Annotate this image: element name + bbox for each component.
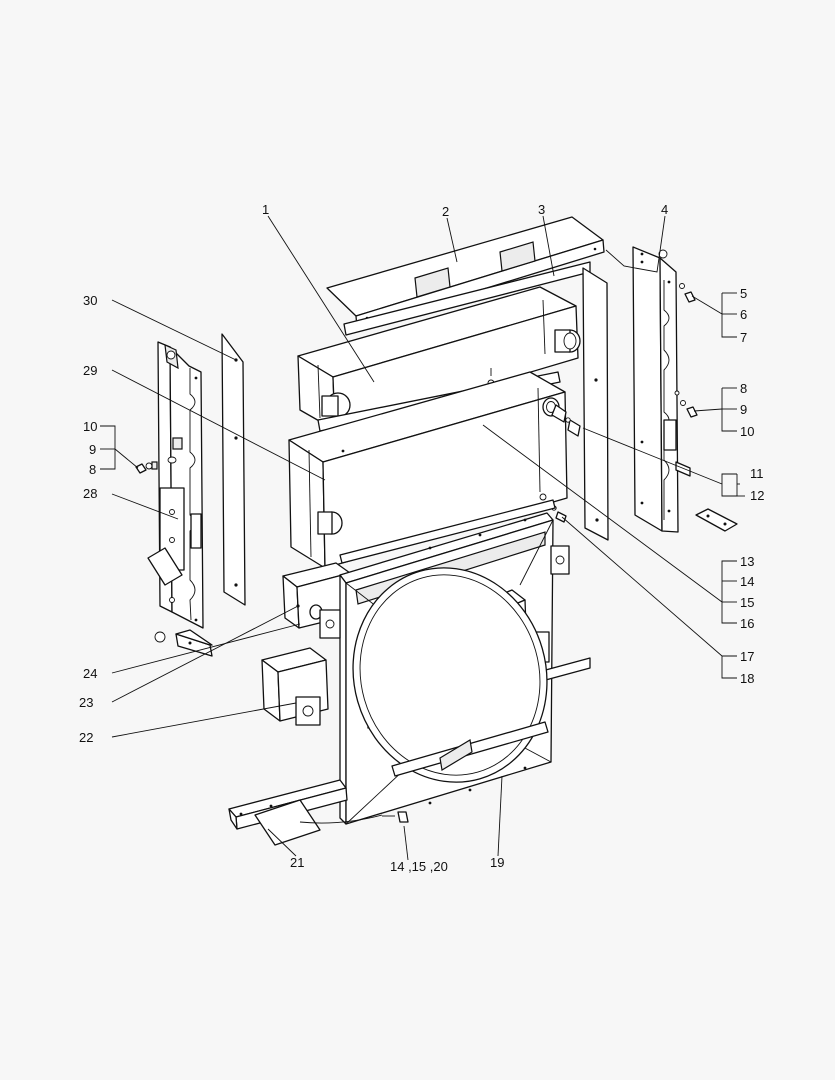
part-12-clamp-plate xyxy=(695,508,738,532)
callout-5: 5 xyxy=(740,286,747,301)
callout-4: 4 xyxy=(661,202,668,217)
hardware-pipe-connector xyxy=(551,417,581,523)
hardware-bolt-washer-left xyxy=(135,461,158,474)
callout-8-left: 8 xyxy=(89,462,96,477)
callout-30: 30 xyxy=(83,293,97,308)
lower-core-gasket xyxy=(339,499,556,564)
callout-6: 6 xyxy=(740,307,747,322)
callout-2: 2 xyxy=(442,204,449,219)
callout-9-right: 9 xyxy=(740,402,747,417)
callout-11: 11 xyxy=(750,466,764,481)
callout-labels: 1 2 3 4 5 6 7 8 9 10 11 12 13 14 15 16 1… xyxy=(79,202,764,874)
part-29-main-radiator-core xyxy=(288,371,568,569)
callout-28: 28 xyxy=(83,486,97,501)
callout-21: 21 xyxy=(290,855,304,870)
callout-12: 12 xyxy=(750,488,764,503)
callout-9-left: 9 xyxy=(89,442,96,457)
callout-22: 22 xyxy=(79,730,93,745)
part-28-left-support-bracket xyxy=(147,341,204,629)
callout-10-right: 10 xyxy=(740,424,754,439)
callout-7: 7 xyxy=(740,330,747,345)
part-24-mount-foot xyxy=(154,629,213,657)
callout-8-right: 8 xyxy=(740,381,747,396)
callout-29: 29 xyxy=(83,363,97,378)
callout-16: 16 xyxy=(740,616,754,631)
callout-13: 13 xyxy=(740,554,754,569)
part-21-base-rail xyxy=(228,779,409,846)
callout-14: 14 xyxy=(740,574,754,589)
callout-10-left: 10 xyxy=(83,419,97,434)
callout-24: 24 xyxy=(83,666,97,681)
part-22-charge-air-cooler xyxy=(261,647,329,726)
callout-3: 3 xyxy=(538,202,545,217)
part-19-fan-shroud xyxy=(319,512,591,825)
callout-17: 17 xyxy=(740,649,754,664)
callout-15: 15 xyxy=(740,595,754,610)
callout-18: 18 xyxy=(740,671,754,686)
hardware-right-fasteners xyxy=(674,283,698,418)
callout-leader-lines xyxy=(100,215,745,861)
callout-1: 1 xyxy=(262,202,269,217)
callout-14-15-20: 14 ,15 ,20 xyxy=(390,859,448,874)
part-3-shroud-side-plate xyxy=(343,261,609,541)
callout-19: 19 xyxy=(490,855,504,870)
part-4-right-support-bracket xyxy=(632,246,691,533)
callout-23: 23 xyxy=(79,695,93,710)
part-30-side-seal-strip xyxy=(221,333,246,606)
